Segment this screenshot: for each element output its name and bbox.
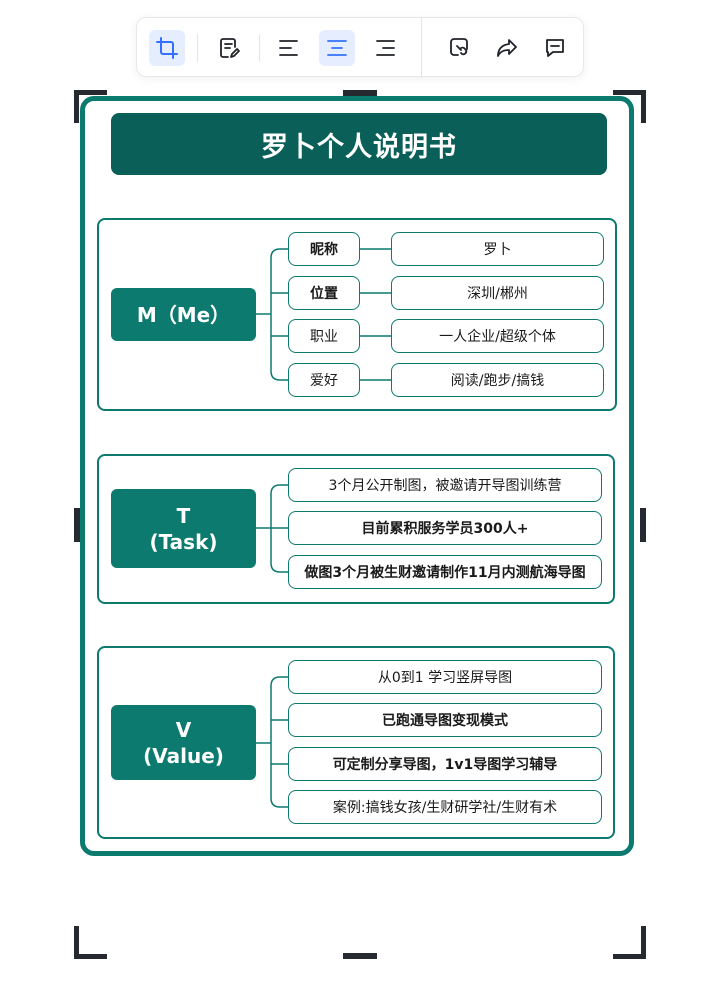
me-value-nickname: 罗卜 bbox=[391, 232, 604, 266]
link-icon bbox=[450, 38, 468, 56]
align-center-icon bbox=[327, 40, 347, 56]
edit-note-button[interactable] bbox=[211, 30, 247, 66]
crop-corner-top-left[interactable] bbox=[74, 90, 107, 123]
node-me-label: M（Me） bbox=[136, 302, 231, 327]
crop-icon bbox=[156, 37, 178, 59]
value-item-4: 案例:搞钱女孩/生财研学社/生财有术 bbox=[288, 790, 602, 824]
align-center-button[interactable] bbox=[319, 30, 355, 66]
toolbar-divider bbox=[197, 34, 198, 62]
align-left-button[interactable] bbox=[271, 30, 307, 66]
node-task-label-2: (Task) bbox=[149, 529, 218, 554]
me-value-job: 一人企业/超级个体 bbox=[391, 319, 604, 353]
crop-handle-right[interactable] bbox=[640, 508, 646, 542]
comment-button[interactable] bbox=[537, 30, 573, 66]
me-value-location: 深圳/郴州 bbox=[391, 276, 604, 310]
value-item-3: 可定制分享导图，1v1导图学习辅导 bbox=[288, 747, 602, 781]
node-task-label-1: T bbox=[176, 503, 191, 528]
comment-icon bbox=[546, 39, 564, 57]
crop-handle-bottom[interactable] bbox=[343, 953, 377, 959]
mindmap-title: 罗卜个人说明书 bbox=[111, 113, 607, 175]
image-toolbar bbox=[136, 17, 584, 78]
crop-corner-bottom-left[interactable] bbox=[74, 926, 107, 959]
crop-handle-left[interactable] bbox=[74, 508, 80, 542]
crop-button[interactable] bbox=[149, 30, 185, 66]
value-item-2: 已跑通导图变现模式 bbox=[288, 703, 602, 737]
me-key-nickname: 昵称 bbox=[288, 232, 360, 266]
link-button[interactable] bbox=[441, 30, 477, 66]
crop-corner-top-right[interactable] bbox=[613, 90, 646, 123]
node-value-label-1: V bbox=[175, 717, 192, 742]
me-key-location: 位置 bbox=[288, 276, 360, 310]
share-button[interactable] bbox=[489, 30, 525, 66]
edit-note-icon bbox=[220, 38, 240, 58]
crop-corner-bottom-right[interactable] bbox=[613, 926, 646, 959]
share-icon bbox=[497, 39, 517, 57]
node-value: V (Value) bbox=[111, 705, 256, 780]
task-item-3: 做图3个月被生财邀请制作11月内测航海导图 bbox=[288, 555, 602, 589]
me-key-hobby: 爱好 bbox=[288, 363, 360, 397]
node-me: M（Me） bbox=[111, 288, 256, 341]
value-item-1: 从0到1 学习竖屏导图 bbox=[288, 660, 602, 694]
align-right-icon bbox=[376, 40, 395, 56]
task-item-2: 目前累积服务学员300人+ bbox=[288, 511, 602, 545]
align-left-icon bbox=[279, 40, 298, 56]
task-item-1: 3个月公开制图，被邀请开导图训练营 bbox=[288, 468, 602, 502]
toolbar-divider bbox=[421, 18, 422, 78]
me-value-hobby: 阅读/跑步/搞钱 bbox=[391, 363, 604, 397]
crop-handle-top[interactable] bbox=[343, 90, 377, 96]
align-right-button[interactable] bbox=[367, 30, 403, 66]
toolbar-divider bbox=[259, 34, 260, 62]
node-task: T (Task) bbox=[111, 489, 256, 568]
node-value-label-2: (Value) bbox=[143, 743, 224, 768]
me-key-job: 职业 bbox=[288, 319, 360, 353]
